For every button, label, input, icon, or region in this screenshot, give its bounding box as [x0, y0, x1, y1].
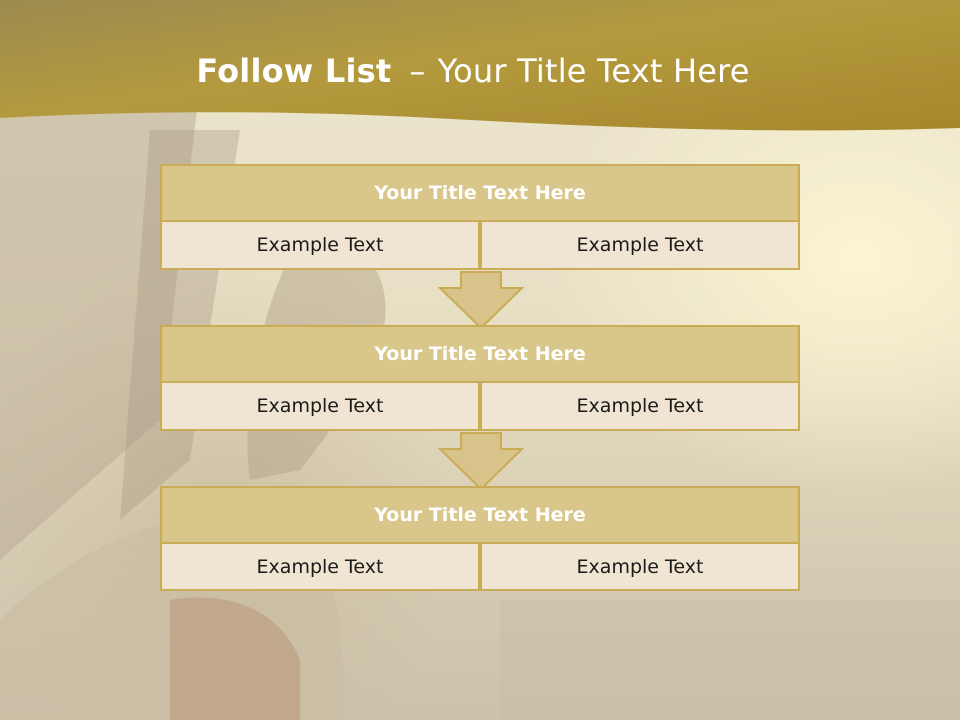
title-bold: Follow List — [196, 52, 392, 90]
step-title: Your Title Text Here — [160, 325, 800, 383]
step-title: Your Title Text Here — [160, 164, 800, 222]
title-rest: Your Title Text Here — [437, 52, 750, 90]
slide-title: Follow List–Your Title Text Here — [0, 52, 946, 90]
title-separator: – — [409, 52, 426, 90]
step-title: Your Title Text Here — [160, 486, 800, 544]
step-text-right: Example Text — [480, 220, 800, 270]
step-block: Your Title Text Here Example Text Exampl… — [160, 325, 800, 433]
step-text-left: Example Text — [160, 220, 480, 270]
step-text-right: Example Text — [480, 542, 800, 591]
down-arrow-icon — [438, 271, 524, 329]
header-band — [0, 0, 960, 131]
step-text-left: Example Text — [160, 542, 480, 591]
step-text-right: Example Text — [480, 381, 800, 431]
down-arrow-icon — [438, 432, 524, 490]
step-block: Your Title Text Here Example Text Exampl… — [160, 486, 800, 592]
step-text-left: Example Text — [160, 381, 480, 431]
step-block: Your Title Text Here Example Text Exampl… — [160, 164, 800, 272]
